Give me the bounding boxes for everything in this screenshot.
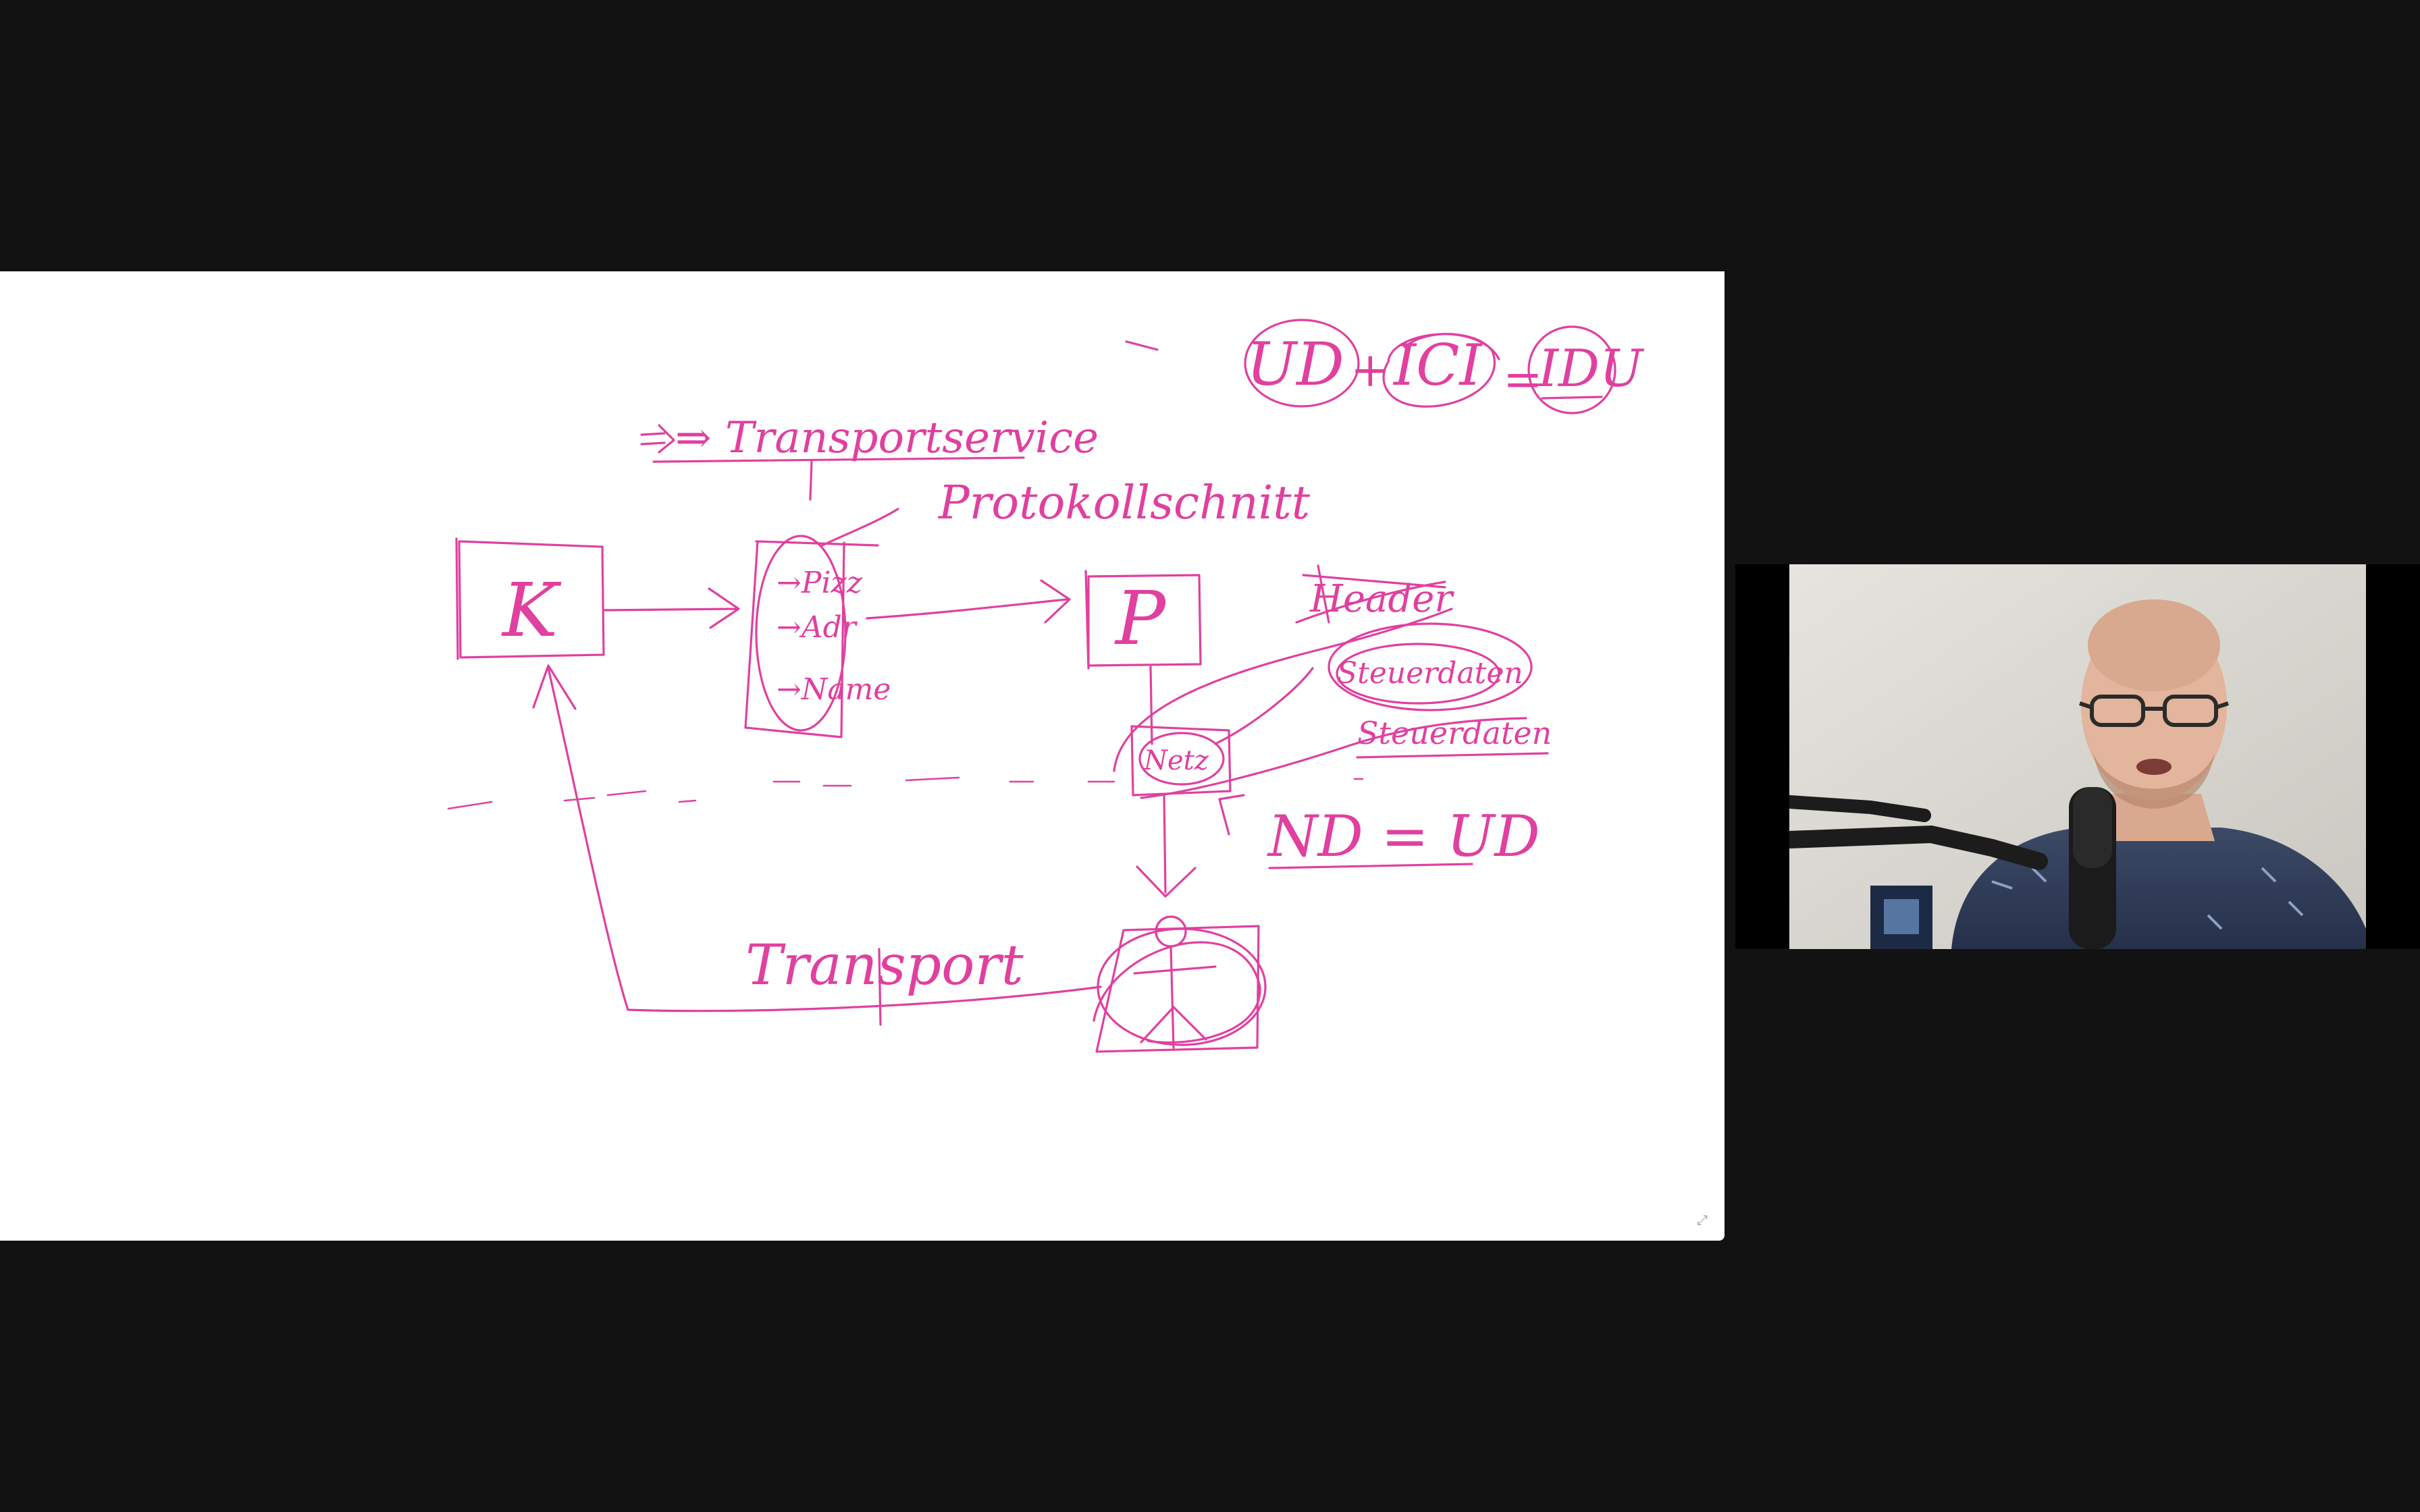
whiteboard-canvas[interactable]: ⇒ Transportservice Protokollschnitt K →P… xyxy=(0,271,1725,1241)
plus-label: + xyxy=(1350,342,1390,398)
microphone-head xyxy=(2073,787,2112,868)
equals-label: = xyxy=(1503,352,1543,407)
expand-icon[interactable]: ⤢ xyxy=(1697,1212,1708,1228)
presenter-neck xyxy=(2093,794,2215,841)
transport-label: Transport xyxy=(745,934,1024,998)
header-strikethrough xyxy=(1295,564,1446,624)
presenter-video[interactable] xyxy=(1789,564,2366,949)
idu-label: IDU xyxy=(1537,338,1645,398)
protokollschnitt-label: Protokollschnitt xyxy=(937,477,1311,530)
presenter-scalp xyxy=(2088,599,2220,691)
steuerdaten-circled-label: Steuerdaten xyxy=(1337,656,1523,691)
layer-boundary-dashes xyxy=(447,776,1364,810)
transportservice-label: ⇒ Transportservice xyxy=(675,413,1099,463)
presenter-shirt xyxy=(1951,828,2366,949)
steuerdaten-underline xyxy=(1356,752,1549,759)
pizzeria-to-netz-line xyxy=(1149,666,1153,745)
netz-outer-loop-lower xyxy=(1140,717,1527,799)
message-field-name: →Name xyxy=(777,672,891,707)
video-tile-container xyxy=(1735,564,2420,949)
steuerdaten-inner-ellipse xyxy=(1336,643,1500,705)
pizzeria-box xyxy=(1084,570,1202,670)
whiteboard-drawing: ⇒ Transportservice Protokollschnitt K →P… xyxy=(447,319,1645,1053)
netz-pointer xyxy=(1214,667,1314,745)
nd-ud-underline xyxy=(1268,863,1473,869)
transport-tick xyxy=(878,948,882,1026)
implies-arrow xyxy=(640,424,675,454)
recipient-scribble xyxy=(1093,941,1261,1044)
netz-box xyxy=(1130,725,1232,796)
arrow-message-to-pizzeria xyxy=(866,579,1071,624)
message-field-adresse: →Adr xyxy=(777,610,858,645)
netz-ellipse xyxy=(1138,732,1225,786)
ici-circle-overdraw xyxy=(1403,333,1500,360)
transportservice-underline xyxy=(652,456,1025,463)
client-box-label: K xyxy=(501,567,562,653)
arrow-netz-down xyxy=(1136,794,1196,898)
netz-label: Netz xyxy=(1143,745,1209,776)
ici-label: ICI xyxy=(1392,332,1483,398)
transport-return-arrow xyxy=(532,664,1102,1013)
nd-pointer xyxy=(1218,794,1245,836)
steuerdaten-underlined-label: Steuerdaten xyxy=(1357,715,1552,751)
message-ellipse xyxy=(755,535,847,732)
shirt-pattern xyxy=(1991,867,2304,930)
poster-art xyxy=(1884,899,1919,934)
stray-stroke xyxy=(1125,340,1159,351)
idu-underline xyxy=(1541,396,1603,400)
nd-ud-label: ND = UD xyxy=(1267,803,1540,869)
presenter-mouth xyxy=(2136,759,2172,775)
recipient-ellipse xyxy=(1097,927,1267,1046)
recipient-body xyxy=(1133,945,1217,1049)
ud-label: UD xyxy=(1246,329,1344,399)
idu-circle xyxy=(1527,325,1616,414)
ud-circle xyxy=(1244,319,1360,408)
protokollschnitt-pointer xyxy=(821,508,899,547)
steuerdaten-outer-ellipse xyxy=(1327,622,1533,711)
glasses-bridge xyxy=(2079,701,2229,711)
transportservice-connector xyxy=(809,460,813,501)
arrow-client-to-message xyxy=(604,587,740,629)
pizzeria-box-label: P xyxy=(1114,575,1167,662)
client-box xyxy=(455,537,605,660)
mic-boom-upper xyxy=(1789,795,1931,822)
mic-boom-arm xyxy=(1789,825,2048,870)
message-field-pizza: →Pizz xyxy=(777,566,863,600)
presenter-video-image xyxy=(1789,564,2366,949)
presenter-beard xyxy=(2093,753,2215,809)
